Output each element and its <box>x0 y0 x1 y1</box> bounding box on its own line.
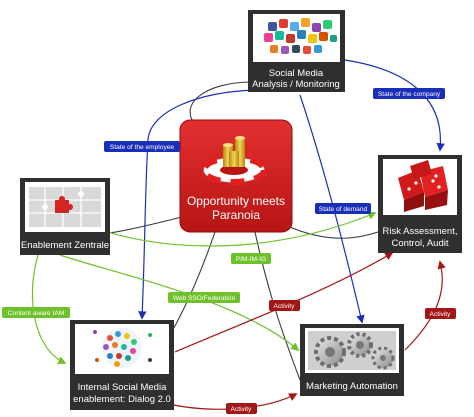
svg-text:Web SSO/Federation: Web SSO/Federation <box>173 295 236 302</box>
green-arrow-enablement-to-risk <box>87 211 377 247</box>
svg-text:Activity: Activity <box>231 406 253 413</box>
human-network-head-image <box>93 328 152 368</box>
edge-label-web-sso: Web SSO/Federation <box>168 292 240 303</box>
coins-lifebuoy-icon <box>201 136 267 185</box>
red-arrow-marketing-to-risk <box>404 260 446 351</box>
edge-label-state-of-company: State of the company <box>373 88 445 99</box>
node-marketing-automation[interactable]: Marketing Automation <box>300 324 404 396</box>
edge-label-activity-internal-risk: Activity <box>269 300 300 311</box>
svg-text:State of demand: State of demand <box>319 206 368 213</box>
node-internal-social-media[interactable]: Internal Social Media enablement: Dialog… <box>70 320 174 410</box>
svg-text:State of the employee: State of the employee <box>110 144 174 151</box>
node-enablement-zentrale[interactable]: Enablement Zentrale <box>20 178 110 255</box>
edge-label-state-of-demand: State of demand <box>315 203 371 214</box>
edge-label-activity-internal-marketing: Activity <box>226 403 257 414</box>
green-arrow-enablement-to-marketing <box>59 254 300 352</box>
center-label-line1: Opportunity meets <box>187 194 285 208</box>
red-dice-image <box>398 160 448 212</box>
enablement-label: Enablement Zentrale <box>21 240 109 251</box>
risk-label-line1: Risk Assessment, <box>383 226 458 237</box>
gears-image <box>308 331 396 370</box>
edge-label-content-aware-iam: Content aware IAM <box>2 307 70 318</box>
svg-text:Activity: Activity <box>430 311 452 318</box>
social-media-icons-collage <box>264 18 337 54</box>
svg-text:Content aware IAM: Content aware IAM <box>8 310 64 317</box>
edge-label-state-of-employee: State of the employee <box>104 141 180 152</box>
node-risk-assessment[interactable]: Risk Assessment, Control, Audit <box>378 155 462 253</box>
social-media-label-line2: Analysis / Monitoring <box>252 79 340 90</box>
internal-label-line1: Internal Social Media <box>78 382 167 393</box>
center-label-line2: Paranoia <box>212 208 260 222</box>
social-media-label-line1: Social Media <box>269 68 324 79</box>
green-connectors <box>31 211 377 365</box>
puzzle-red-piece-image <box>29 187 101 227</box>
center-node[interactable]: Opportunity meets Paranoia <box>179 119 293 233</box>
internal-label-line2: enablement: Dialog 2.0 <box>73 394 171 405</box>
risk-label-line2: Control, Audit <box>391 238 448 249</box>
svg-text:Activity: Activity <box>274 303 296 310</box>
svg-text:PIM-IM-IG: PIM-IM-IG <box>236 256 266 263</box>
svg-text:State of the company: State of the company <box>378 91 441 98</box>
edge-label-pim-im-ig: PIM-IM-IG <box>231 253 271 264</box>
green-arrow-enablement-to-internal <box>31 254 67 365</box>
node-social-media[interactable]: Social Media Analysis / Monitoring <box>248 10 345 92</box>
marketing-label: Marketing Automation <box>306 381 398 392</box>
edge-label-activity-marketing-risk: Activity <box>425 308 456 319</box>
blue-arrow-social-to-internal <box>138 89 256 320</box>
blue-arrow-social-to-risk <box>344 59 445 152</box>
